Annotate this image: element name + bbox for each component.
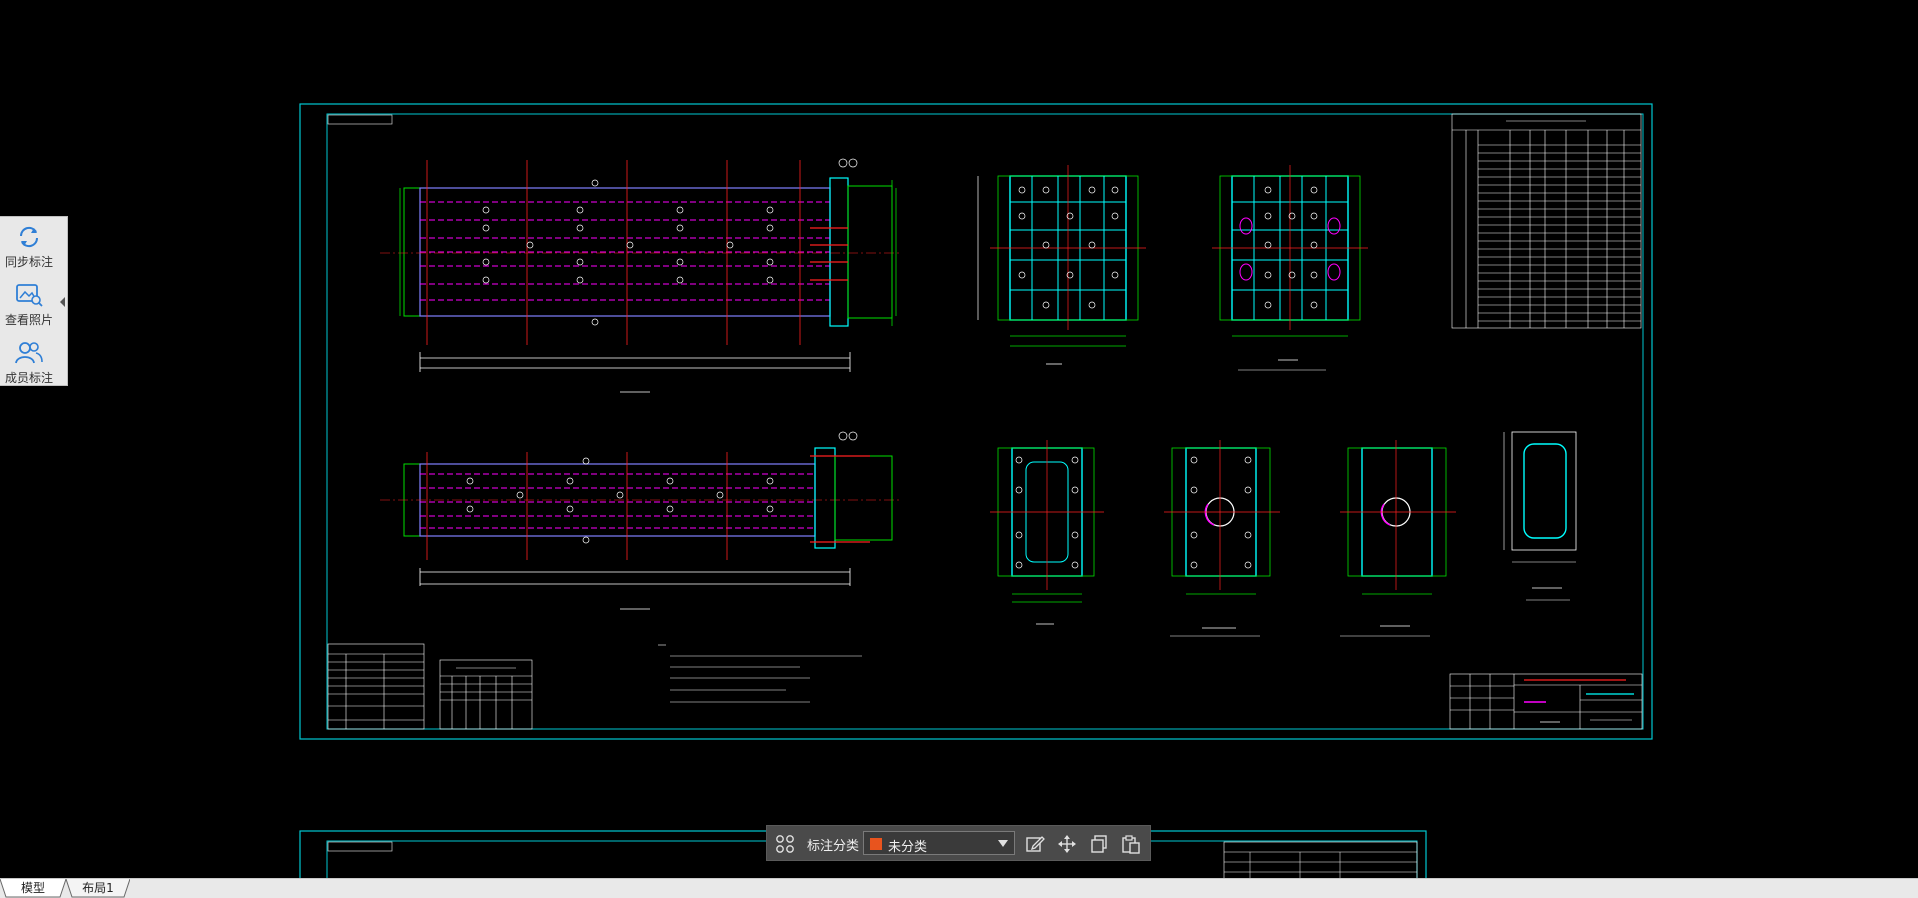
tab-model[interactable]: 模型 bbox=[0, 879, 66, 898]
section-view-c bbox=[1340, 440, 1456, 637]
section-view-long bbox=[380, 431, 900, 610]
panel-collapse-toggle[interactable] bbox=[59, 293, 67, 311]
category-color-swatch bbox=[870, 838, 882, 850]
category-grid-button[interactable] bbox=[775, 834, 795, 854]
section-view-1-1 bbox=[977, 165, 1146, 365]
sync-annotation-label: 同步标注 bbox=[4, 255, 53, 269]
move-icon bbox=[1058, 835, 1076, 853]
category-select[interactable]: 未分类 bbox=[863, 831, 1015, 855]
category-label: 标注分类 bbox=[807, 839, 860, 854]
members-icon bbox=[15, 342, 43, 364]
view-photo-label: 查看照片 bbox=[4, 313, 53, 327]
paste-icon bbox=[1122, 835, 1140, 854]
quantity-table bbox=[439, 659, 533, 730]
sync-icon bbox=[19, 226, 39, 248]
elevation-view-a bbox=[380, 158, 900, 393]
tab-layout1[interactable]: 布局1 bbox=[66, 879, 130, 898]
move-annotation-button[interactable] bbox=[1057, 834, 1077, 854]
section-view-3-3 bbox=[990, 440, 1104, 625]
detail-view-1 bbox=[1503, 431, 1577, 601]
drawing-sheet-frame bbox=[299, 103, 1653, 740]
edit-annotation-button[interactable] bbox=[1025, 834, 1045, 854]
member-annotation-button[interactable]: 成员标注 bbox=[0, 335, 58, 389]
title-block bbox=[1449, 673, 1643, 730]
photo-icon bbox=[16, 284, 43, 307]
tab-layout1-shape bbox=[66, 879, 130, 898]
edit-icon bbox=[1026, 836, 1045, 852]
drawing-notes bbox=[658, 644, 862, 703]
tab-model-shape bbox=[0, 879, 66, 898]
cad-canvas[interactable] bbox=[0, 0, 1918, 878]
caret-left-icon bbox=[60, 297, 65, 307]
category-select-value: 未分类 bbox=[888, 840, 928, 855]
rebar-table bbox=[327, 643, 425, 730]
copy-annotation-button[interactable] bbox=[1089, 834, 1109, 854]
layout-tab-bar: 模型 布局1 bbox=[0, 878, 1918, 898]
annotation-toolbar: 标注分类 未分类 bbox=[766, 825, 1151, 861]
material-table bbox=[1451, 113, 1642, 329]
grid-icon bbox=[776, 835, 794, 853]
member-annotation-label: 成员标注 bbox=[4, 371, 53, 385]
section-view-4-4 bbox=[1164, 440, 1280, 637]
section-view-2-2 bbox=[1212, 165, 1368, 371]
tab-layout1-label: 布局1 bbox=[82, 881, 114, 895]
copy-icon bbox=[1091, 835, 1107, 853]
annotation-side-panel: 同步标注 查看照片 成员标注 bbox=[0, 216, 68, 386]
tab-model-label: 模型 bbox=[20, 881, 45, 895]
chevron-down-icon bbox=[998, 840, 1008, 847]
view-photo-button[interactable]: 查看照片 bbox=[0, 277, 58, 331]
sync-annotation-button[interactable]: 同步标注 bbox=[0, 219, 58, 273]
paste-annotation-button[interactable] bbox=[1121, 834, 1141, 854]
